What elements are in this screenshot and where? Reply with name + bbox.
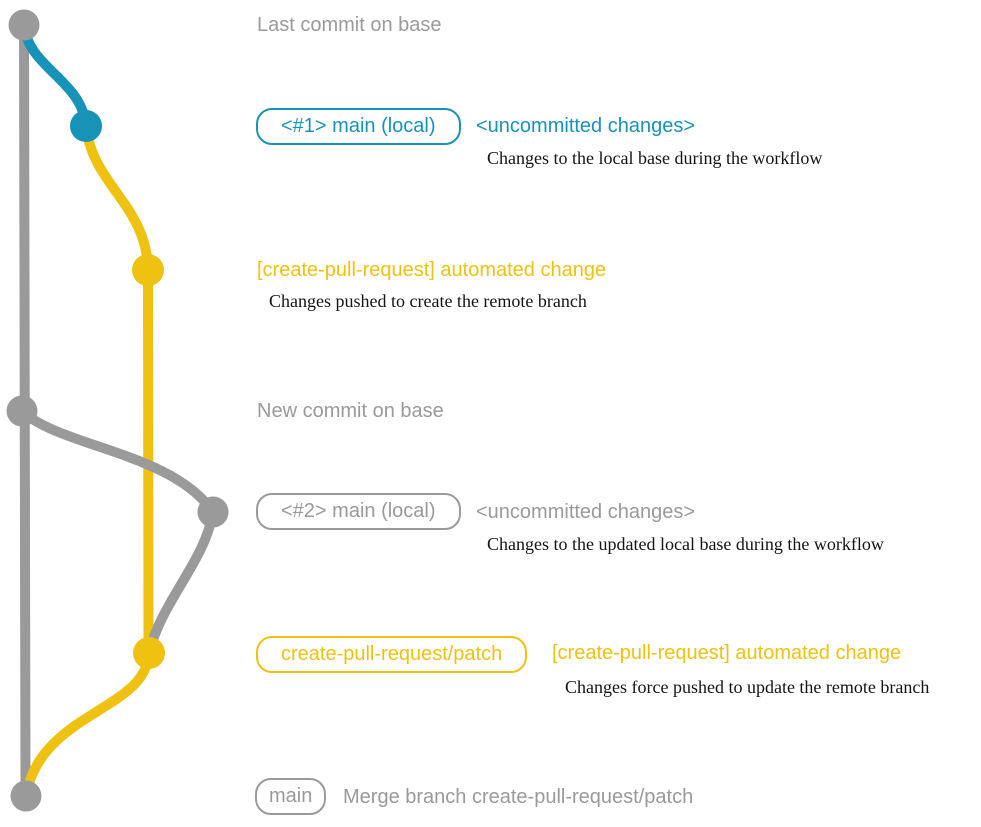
- branch-tag-patch: create-pull-request/patch: [256, 636, 528, 673]
- commit-dot-patch-2: [133, 637, 165, 669]
- commit-message-merge: Merge branch create-pull-request/patch: [343, 786, 694, 808]
- branch-tag-main-local-2: <#2> main (local): [256, 493, 461, 530]
- commit-dot-main-local-1: [70, 110, 102, 142]
- local-main-branch-curve: [19, 20, 91, 131]
- commit-caption-patch-1: Changes pushed to create the remote bran…: [269, 291, 587, 311]
- commit-dot-new-base: [6, 395, 38, 427]
- updated-base-branch-curve: [17, 406, 219, 658]
- branch-tag-main: main: [255, 778, 327, 815]
- commit-caption-main-local-1: Changes to the local base during the wor…: [487, 148, 823, 168]
- last-base-commit-label: Last commit on base: [257, 14, 442, 36]
- commit-message-main-local-1: <uncommitted changes>: [476, 115, 696, 137]
- commit-caption-main-local-2: Changes to the updated local base during…: [487, 534, 884, 554]
- new-base-commit-label: New commit on base: [257, 400, 444, 422]
- commit-message-main-local-2: <uncommitted changes>: [476, 501, 696, 523]
- commit-caption-patch-2: Changes force pushed to update the remot…: [565, 677, 930, 697]
- branch-tag-main-local-1: <#1> main (local): [256, 108, 461, 145]
- commit-message-patch-2: [create-pull-request] automated change: [552, 642, 902, 664]
- commit-dot-main-local-2: [197, 496, 229, 528]
- commit-dot-last-base: [8, 9, 40, 41]
- commit-message-patch-1: [create-pull-request] automated change: [257, 259, 607, 281]
- commit-dot-merge: [10, 780, 42, 812]
- commit-dot-patch-1: [132, 254, 164, 286]
